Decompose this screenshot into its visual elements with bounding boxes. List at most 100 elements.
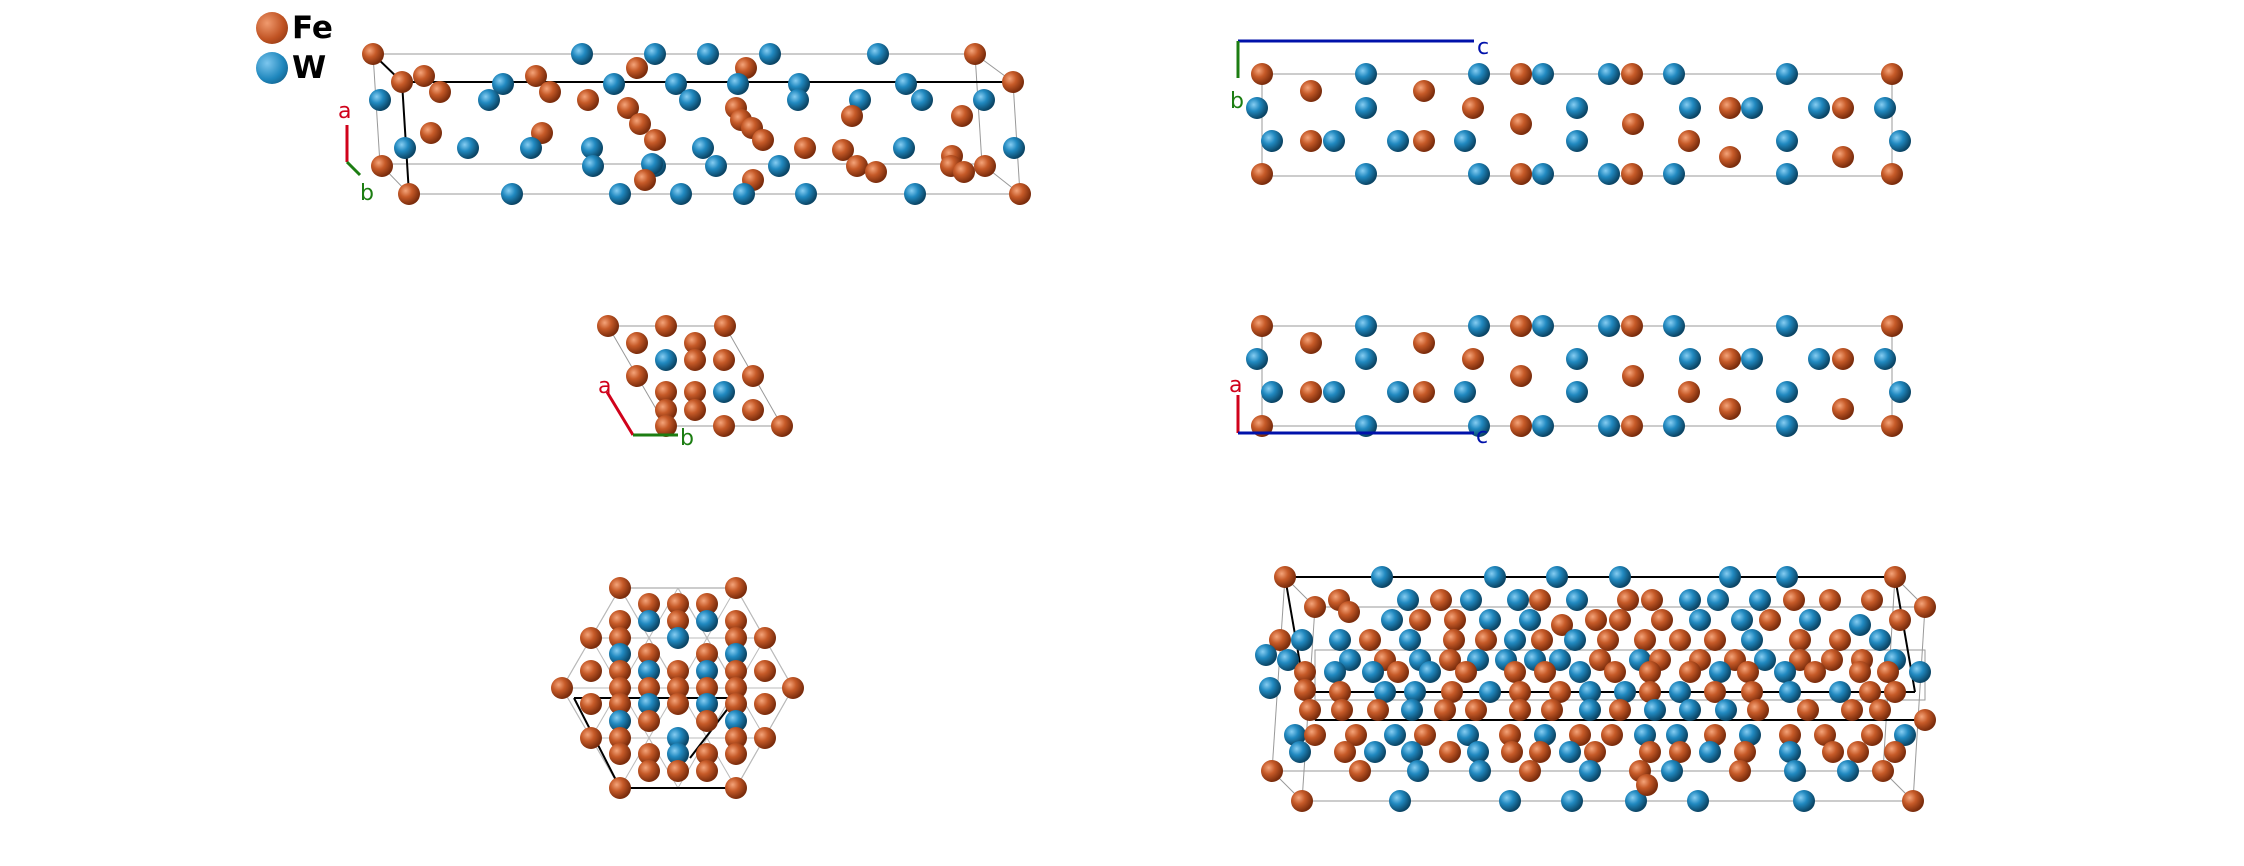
fe-atom [420, 122, 442, 144]
w-atom [1355, 315, 1377, 337]
fe-atom [684, 381, 706, 403]
fe-atom [1509, 681, 1531, 703]
w-atom [1419, 661, 1441, 683]
fe-atom [655, 315, 677, 337]
w-atom [1793, 790, 1815, 812]
w-atom [1808, 348, 1830, 370]
fe-atom [1737, 661, 1759, 683]
fe-atom [1832, 398, 1854, 420]
fe-atom [696, 743, 718, 765]
fe-atom [1729, 760, 1751, 782]
fe-atom [644, 129, 666, 151]
w-atom [1479, 609, 1501, 631]
fe-atom [1349, 760, 1371, 782]
w-atom [1707, 589, 1729, 611]
w-atom [1401, 741, 1423, 763]
w-atom [478, 89, 500, 111]
atoms-panel-5 [551, 577, 804, 799]
fe-atom [1413, 80, 1435, 102]
w-atom [1739, 724, 1761, 746]
axis-c-label: c [1477, 35, 1489, 60]
fe-atom [1510, 163, 1532, 185]
w-atom [1329, 629, 1351, 651]
w-atom [1362, 661, 1384, 683]
w-atom [1381, 609, 1403, 631]
w-atom [1364, 741, 1386, 763]
w-atom [1469, 760, 1491, 782]
fe-atom [1747, 699, 1769, 721]
fe-atom [1300, 80, 1322, 102]
fe-atom [1622, 113, 1644, 135]
w-atom [1776, 130, 1798, 152]
axis-b-label: b [680, 426, 694, 451]
w-atom [1468, 315, 1490, 337]
fe-atom [841, 105, 863, 127]
fe-atom [696, 760, 718, 782]
fe-atom [725, 777, 747, 799]
w-atom [1468, 63, 1490, 85]
hexagonal-projection [551, 577, 804, 799]
fe-atom [638, 643, 660, 665]
fe-atom [1881, 415, 1903, 437]
axis-b-label: b [360, 181, 374, 206]
w-atom [1387, 381, 1409, 403]
fe-atom [634, 169, 656, 191]
fe-atom [609, 777, 631, 799]
w-atom [893, 137, 915, 159]
fe-atom [771, 415, 793, 437]
fe-atom [964, 43, 986, 65]
fe-atom [1299, 699, 1321, 721]
fe-atom [1621, 415, 1643, 437]
fe-atom [1804, 661, 1826, 683]
fe-atom [609, 577, 631, 599]
w-atom [1644, 699, 1666, 721]
w-atom [1389, 790, 1411, 812]
fe-atom [1832, 97, 1854, 119]
fe-atom [1779, 724, 1801, 746]
fe-atom [1783, 589, 1805, 611]
w-atom [457, 137, 479, 159]
axis-c-label: c [1476, 424, 1488, 449]
fe-atom [609, 743, 631, 765]
fe-atom [1639, 661, 1661, 683]
fe-atom [1641, 589, 1663, 611]
fe-atom [1510, 415, 1532, 437]
w-atom [638, 693, 660, 715]
w-atom-icon [256, 52, 288, 84]
fe-atom [1387, 661, 1409, 683]
w-atom [1532, 163, 1554, 185]
w-atom [725, 710, 747, 732]
fe-atom [539, 81, 561, 103]
fe-atom [725, 660, 747, 682]
fe-atom [1902, 790, 1924, 812]
fe-atom [1455, 661, 1477, 683]
w-atom [705, 155, 727, 177]
w-atom [696, 660, 718, 682]
w-atom [1776, 315, 1798, 337]
fe-atom [398, 183, 420, 205]
fe-atom [1444, 609, 1466, 631]
fe-atom [1741, 681, 1763, 703]
w-atom [1507, 589, 1529, 611]
w-atom [1699, 741, 1721, 763]
w-atom [1384, 724, 1406, 746]
axis-a-label: a [598, 374, 611, 399]
fe-atom [1430, 589, 1452, 611]
fe-atom [1822, 741, 1844, 763]
w-atom [369, 89, 391, 111]
w-atom [1663, 315, 1685, 337]
fe-atom [1499, 724, 1521, 746]
fe-atom [1797, 699, 1819, 721]
w-atom [1460, 589, 1482, 611]
w-atom [1255, 644, 1277, 666]
w-atom [1289, 741, 1311, 763]
fe-atom [1291, 790, 1313, 812]
fe-atom [655, 415, 677, 437]
fe-atom [1622, 365, 1644, 387]
w-atom [1666, 724, 1688, 746]
fe-atom [1529, 741, 1551, 763]
fe-atom [846, 155, 868, 177]
fe-atom [597, 315, 619, 337]
axis-indicator-1: a b [338, 99, 374, 206]
